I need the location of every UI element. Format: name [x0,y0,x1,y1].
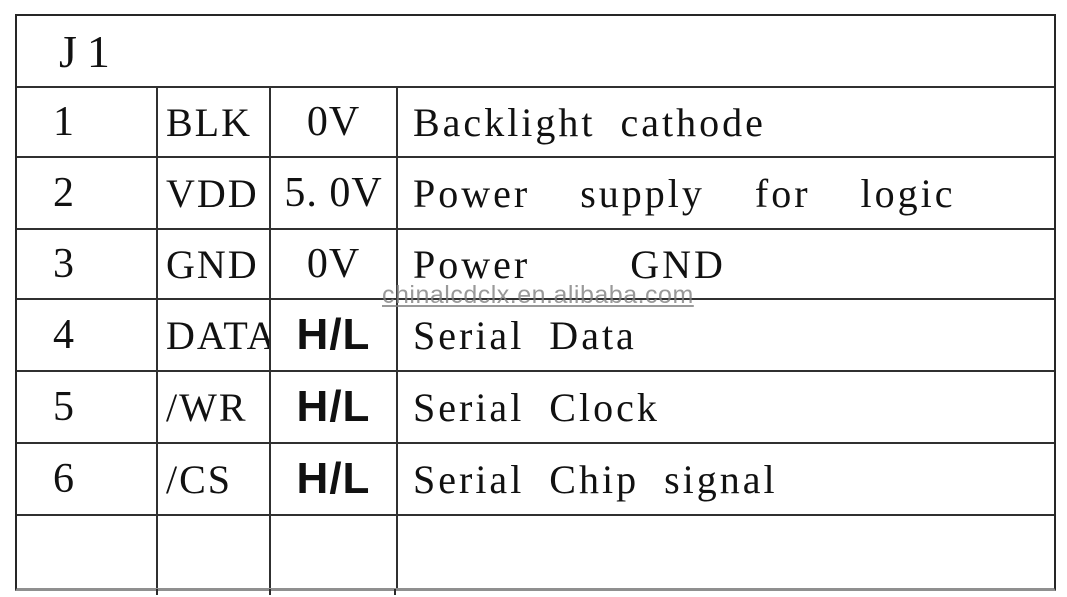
pin-symbol-cell: DATA [158,300,271,372]
pin-level-cell: H/L [271,300,398,372]
pin-description-cell: Serial Data [398,300,1054,372]
pin-level-cell: H/L [271,372,398,444]
pin-description-cell: Power supply for logic [398,158,1054,230]
pin-assignment-table: J1 1 BLK 0V Backlight cathode 2 VDD 5. 0… [15,14,1056,591]
watermark-text: chinalcdclx.en.alibaba.com [382,281,694,309]
pin-number-cell: 1 [17,88,158,158]
grid-line-overshoot [269,589,271,595]
pin-symbol-cell-empty [158,516,271,588]
grid-line-overshoot [156,589,158,595]
pin-level-cell: H/L [271,444,398,516]
pin-description-cell: Backlight cathode [398,88,1054,158]
pin-description-cell: Serial Chip signal [398,444,1054,516]
pin-number-cell: 5 [17,372,158,444]
pin-description-cell: Serial Clock [398,372,1054,444]
pin-level-cell-empty [271,516,398,588]
table-header-cell: J1 [17,16,1054,88]
pin-level-cell: 0V [271,88,398,158]
pin-number-cell-empty [17,516,158,588]
pin-symbol-cell: GND [158,230,271,300]
pin-symbol-cell: VDD [158,158,271,230]
pin-symbol-cell: /CS [158,444,271,516]
pin-level-cell: 0V [271,230,398,300]
pin-level-cell: 5. 0V [271,158,398,230]
pin-symbol-cell: /WR [158,372,271,444]
connector-title: J1 [59,25,120,77]
pin-number-cell: 3 [17,230,158,300]
grid-line-overshoot [394,589,396,595]
pin-symbol-cell: BLK [158,88,271,158]
pin-description-cell-empty [398,516,1054,588]
pin-number-cell: 6 [17,444,158,516]
pin-number-cell: 4 [17,300,158,372]
pin-description-cell: Power GND [398,230,1054,300]
pin-number-cell: 2 [17,158,158,230]
